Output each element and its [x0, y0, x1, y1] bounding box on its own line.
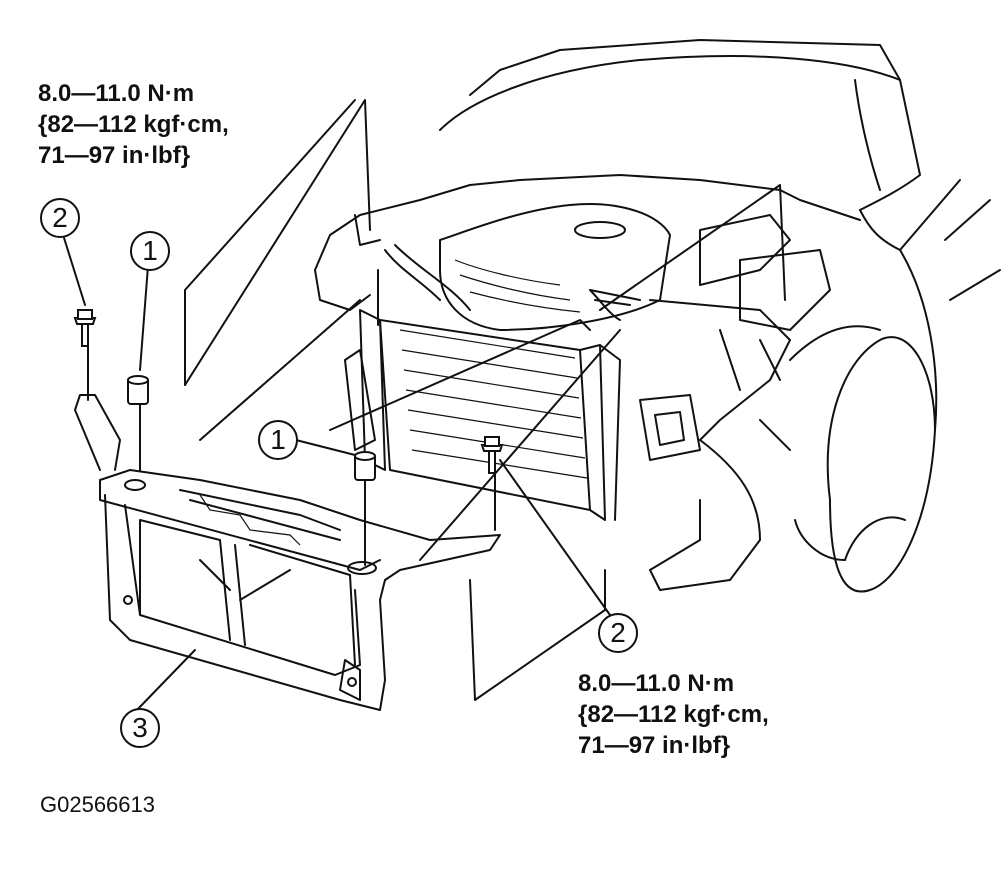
- torque-top-line3: 71—97 in·lbf}: [38, 142, 191, 169]
- radiator-support-panel: [74, 394, 501, 711]
- torque-bottom-line3: 71—97 in·lbf}: [578, 732, 731, 759]
- torque-top-line2: {82—112 kgf·cm,: [38, 111, 229, 138]
- callout-1-clip-top: 1: [130, 231, 170, 271]
- engine-compartment: [314, 174, 861, 591]
- vehicle-body: [439, 39, 1001, 593]
- callout-2-bolt-top: 2: [40, 198, 80, 238]
- radiator-assembly: [344, 244, 621, 521]
- fasteners: [73, 309, 504, 481]
- torque-bottom-line2: {82—112 kgf·cm,: [578, 701, 769, 728]
- figure-id: G02566613: [40, 792, 155, 817]
- torque-spec-top: 8.0—11.0 N·m {82—112 kgf·cm, 71—97 in·lb…: [38, 78, 229, 171]
- torque-spec-bottom: 8.0—11.0 N·m {82—112 kgf·cm, 71—97 in·lb…: [578, 668, 769, 761]
- leader-lines: [59, 99, 786, 713]
- callout-3-radiator-support: 3: [120, 708, 160, 748]
- callout-1-clip-mid: 1: [258, 420, 298, 460]
- torque-top-line1: 8.0—11.0 N·m: [38, 80, 195, 107]
- callout-2-bolt-bottom: 2: [598, 613, 638, 653]
- torque-bottom-line1: 8.0—11.0 N·m: [578, 670, 735, 697]
